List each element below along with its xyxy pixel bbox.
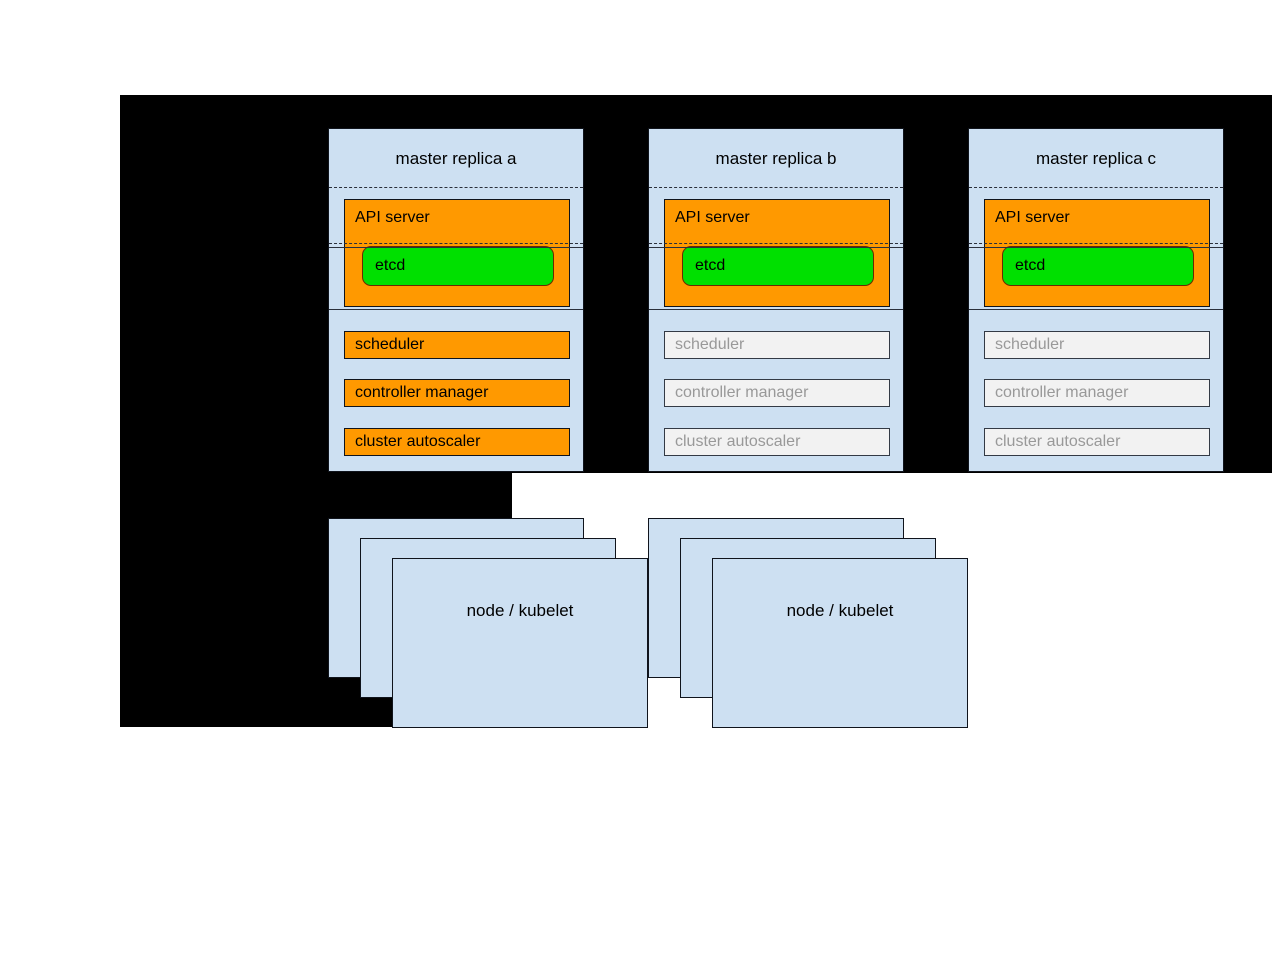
component-cluster-autoscaler[interactable]: cluster autoscaler	[344, 428, 570, 456]
replica-dashed-rule-mid	[649, 243, 903, 244]
component-controller-manager[interactable]: controller manager	[664, 379, 890, 407]
component-label: scheduler	[995, 336, 1065, 353]
api-server-label: API server	[995, 209, 1070, 226]
component-label: scheduler	[675, 336, 745, 353]
master-replica-a[interactable]: master replica a API server etcd schedul…	[328, 128, 584, 472]
component-label: cluster autoscaler	[995, 433, 1121, 450]
component-cluster-autoscaler[interactable]: cluster autoscaler	[664, 428, 890, 456]
replica-dashed-rule-top	[969, 187, 1223, 188]
replica-dashed-rule-mid	[969, 243, 1223, 244]
replica-solid-rule-upper	[969, 247, 1223, 248]
component-label: controller manager	[355, 384, 489, 401]
api-server-label: API server	[675, 209, 750, 226]
component-label: controller manager	[995, 384, 1129, 401]
etcd-label: etcd	[695, 257, 726, 274]
component-scheduler[interactable]: scheduler	[664, 331, 890, 359]
etcd-label: etcd	[375, 257, 406, 274]
node-kubelet-label: node / kubelet	[466, 601, 574, 620]
component-label: cluster autoscaler	[675, 433, 801, 450]
component-cluster-autoscaler[interactable]: cluster autoscaler	[984, 428, 1210, 456]
component-controller-manager[interactable]: controller manager	[984, 379, 1210, 407]
component-scheduler[interactable]: scheduler	[344, 331, 570, 359]
node-kubelet-label: node / kubelet	[786, 601, 894, 620]
component-label: cluster autoscaler	[355, 433, 481, 450]
api-server-block[interactable]: API server etcd	[984, 199, 1210, 307]
api-server-label: API server	[355, 209, 430, 226]
component-label: scheduler	[355, 336, 425, 353]
replica-dashed-rule-top	[329, 187, 583, 188]
component-scheduler[interactable]: scheduler	[984, 331, 1210, 359]
master-replica-b[interactable]: master replica b API server etcd schedul…	[648, 128, 904, 472]
node-card-front[interactable]: node / kubelet	[712, 558, 968, 728]
etcd-box[interactable]: etcd	[682, 246, 874, 286]
component-controller-manager[interactable]: controller manager	[344, 379, 570, 407]
replica-solid-rule-lower	[649, 309, 903, 310]
etcd-label: etcd	[1015, 257, 1046, 274]
replica-title: master replica b	[715, 149, 837, 168]
replica-solid-rule-upper	[329, 247, 583, 248]
replica-title: master replica a	[395, 149, 517, 168]
replica-dashed-rule-top	[649, 187, 903, 188]
etcd-box[interactable]: etcd	[362, 246, 554, 286]
etcd-box[interactable]: etcd	[1002, 246, 1194, 286]
replica-solid-rule-upper	[649, 247, 903, 248]
component-label: controller manager	[675, 384, 809, 401]
replica-solid-rule-lower	[969, 309, 1223, 310]
api-server-block[interactable]: API server etcd	[344, 199, 570, 307]
replica-dashed-rule-mid	[329, 243, 583, 244]
api-server-block[interactable]: API server etcd	[664, 199, 890, 307]
replica-title: master replica c	[1036, 149, 1156, 168]
replica-solid-rule-lower	[329, 309, 583, 310]
master-replica-c[interactable]: master replica c API server etcd schedul…	[968, 128, 1224, 472]
node-card-front[interactable]: node / kubelet	[392, 558, 648, 728]
